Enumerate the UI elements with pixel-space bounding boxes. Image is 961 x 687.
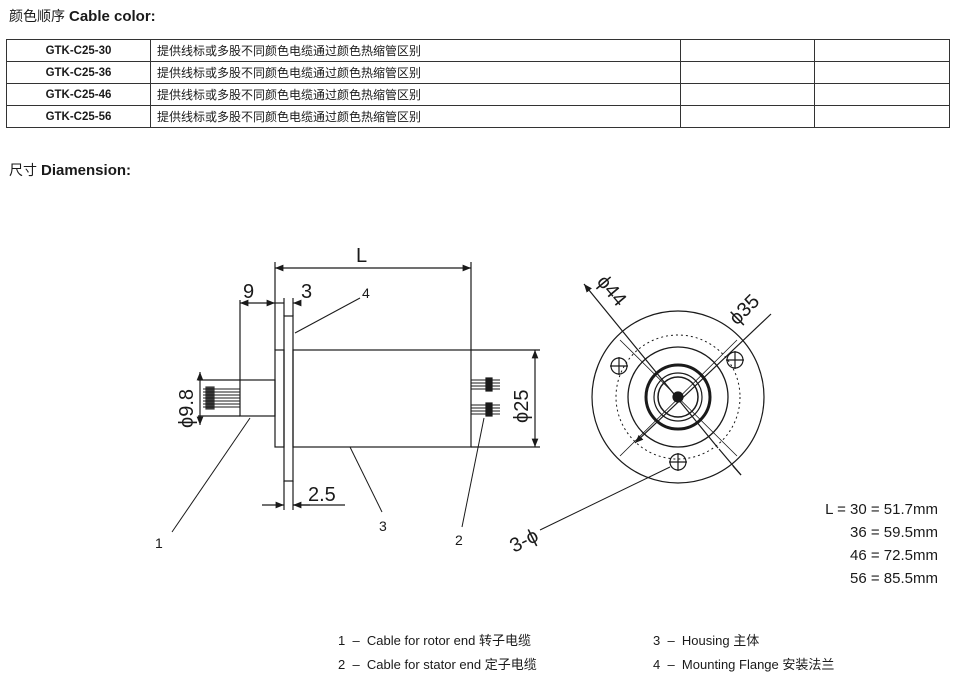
table-row: GTK-C25-30 提供线标或多股不同颜色电缆通过颜色热缩管区别 [6,39,950,62]
legend-num: 4 [653,657,661,672]
label-L: L [356,245,367,267]
label-phi35: ϕ35 [725,290,764,329]
desc-cell: 提供线标或多股不同颜色电缆通过颜色热缩管区别 [150,105,681,128]
flange-hub [274,349,285,448]
length-row: L = 30 = 51.7mm [825,501,938,518]
label-9: 9 [243,281,254,303]
empty-cell [814,61,950,84]
legend-en: Mounting Flange [681,657,779,672]
legend-en: Cable for rotor end [366,633,476,648]
legend-item: 4 – Mounting Flange 安装法兰 [653,657,835,673]
length-row: 56 = 85.5mm [850,570,938,587]
model-cell: GTK-C25-56 [6,105,151,128]
empty-cell [680,61,815,84]
legend-item: 1 – Cable for rotor end 转子电缆 [338,633,531,649]
cable-color-title-zh: 颜色顺序 [9,9,65,25]
dimension-title-zh: 尺寸 [9,163,37,179]
dim-line-phi44 [583,283,719,449]
legend-zh: 主体 [733,634,760,649]
legend-item: 2 – Cable for stator end 定子电缆 [338,657,537,673]
desc-cell: 提供线标或多股不同颜色电缆通过颜色热缩管区别 [150,83,681,106]
empty-cell [680,39,815,62]
cable-color-table: GTK-C25-30 提供线标或多股不同颜色电缆通过颜色热缩管区别 GTK-C2… [6,39,950,128]
leader-1 [171,417,251,533]
model-cell: GTK-C25-46 [6,83,151,106]
empty-cell [814,39,950,62]
label-3: 3 [301,281,312,303]
label-2-5: 2.5 [308,484,336,506]
legend-zh: 定子电缆 [484,658,537,673]
length-row: 46 = 72.5mm [850,547,938,564]
legend-num: 3 [653,633,661,648]
legend-zh: 转子电缆 [478,634,531,649]
mounting-holes [610,351,744,471]
label-phi25: ϕ25 [511,390,533,423]
mounting-flange [283,315,294,482]
label-phi98: ϕ9.8 [176,389,198,428]
label-phi44: ϕ44 [592,271,630,311]
label-3-phi: 3-ϕ [506,525,542,558]
table-row: GTK-C25-46 提供线标或多股不同颜色电缆通过颜色热缩管区别 [6,83,950,106]
callout-3: 3 [379,518,387,534]
flange-outer [591,310,765,484]
empty-cell [814,83,950,106]
callout-2: 2 [455,532,463,548]
desc-cell: 提供线标或多股不同颜色电缆通过颜色热缩管区别 [150,39,681,62]
housing [292,349,472,448]
leader-holes [539,466,671,531]
length-values: L = 30 = 51.7mm 36 = 59.5mm 46 = 72.5mm … [825,498,938,590]
dim-line-phi35 [634,313,772,444]
dimension-drawing: L 9 3 2.5 ϕ9.8 ϕ25 ϕ44 ϕ35 3-ϕ 1 2 3 4 [155,245,772,558]
pcd-circle [615,334,741,460]
rotor-shaft [239,379,276,417]
model-cell: GTK-C25-30 [6,39,151,62]
legend-item: 3 – Housing 主体 [653,633,760,649]
hub-circle [644,363,712,431]
housing-circle [627,346,729,448]
empty-cell [680,105,815,128]
leader-2 [461,417,485,528]
table-row: GTK-C25-56 提供线标或多股不同颜色电缆通过颜色热缩管区别 [6,105,950,128]
legend-en: Cable for stator end [366,657,482,672]
leader-3 [349,446,383,513]
cable-color-title-en: Cable color: [69,8,156,25]
desc-cell: 提供线标或多股不同颜色电缆通过颜色热缩管区别 [150,61,681,84]
legend-num: 2 [338,657,346,672]
leader-4 [294,297,361,334]
model-cell: GTK-C25-36 [6,61,151,84]
dimension-title-en: Diamension: [41,162,132,179]
callout-1: 1 [155,535,163,551]
legend-num: 1 [338,633,346,648]
table-row: GTK-C25-36 提供线标或多股不同颜色电缆通过颜色热缩管区别 [6,61,950,84]
empty-cell [814,105,950,128]
legend-zh: 安装法兰 [782,658,835,673]
callout-4: 4 [362,285,370,301]
length-row: 36 = 59.5mm [850,524,938,541]
empty-cell [680,83,815,106]
legend-en: Housing [681,633,730,648]
